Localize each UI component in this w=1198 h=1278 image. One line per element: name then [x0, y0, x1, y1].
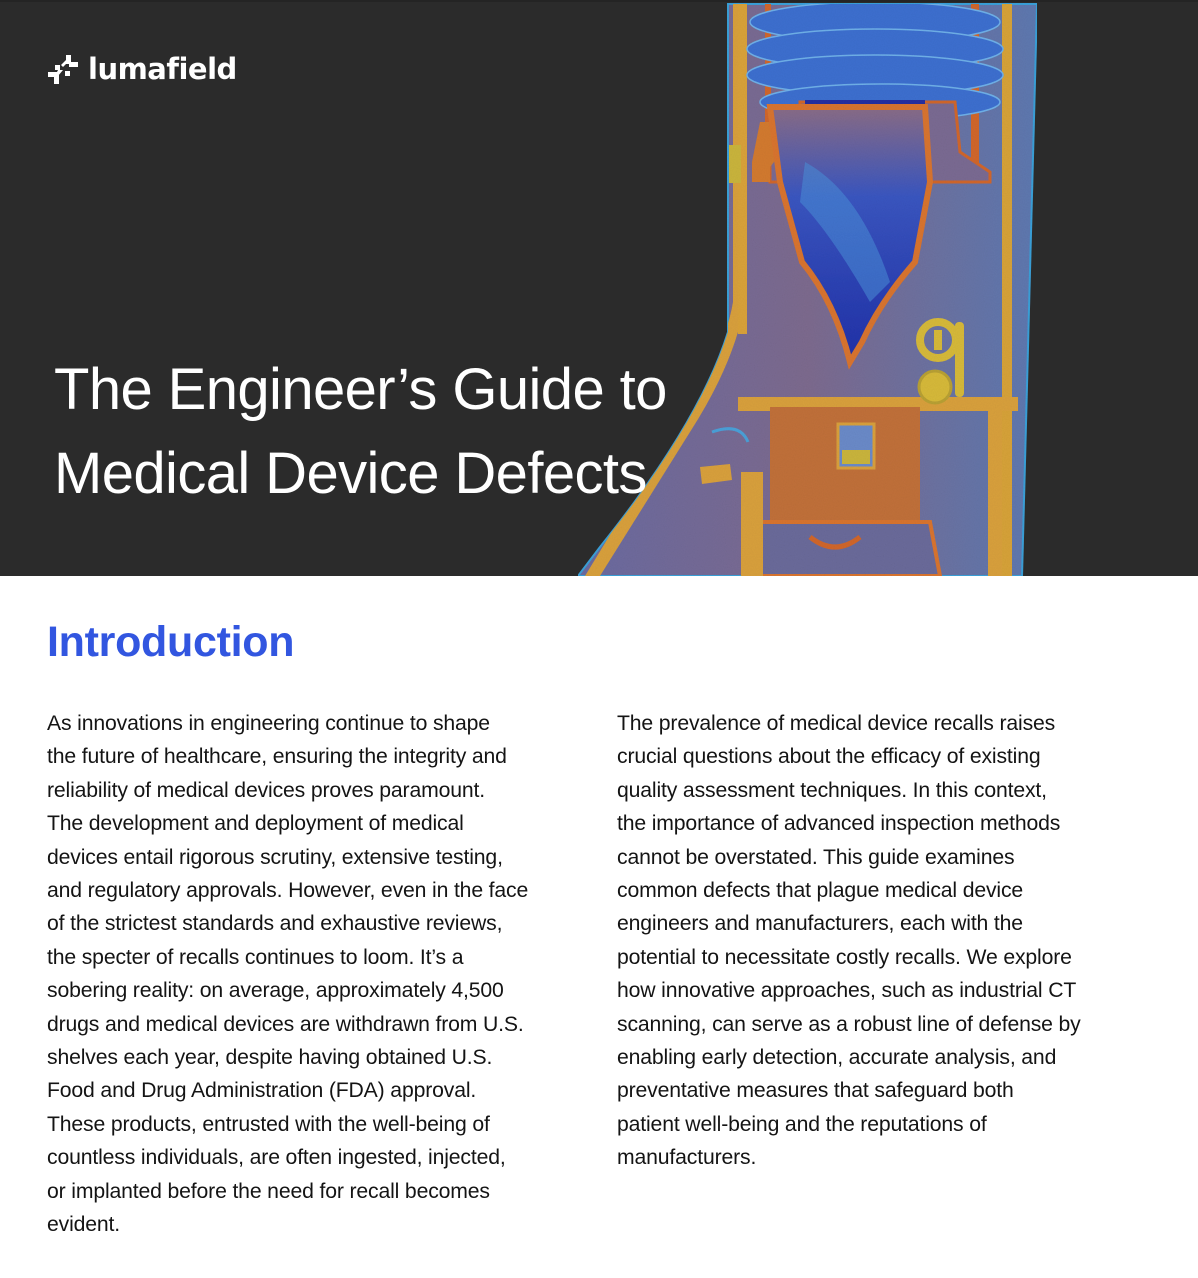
paragraph-line: The prevalence of medical device recalls… [617, 712, 1056, 735]
paragraph-line: devices entail rigorous scrutiny, extens… [47, 845, 503, 869]
paragraph-line: Food and Drug Administration (FDA) appro… [47, 1079, 477, 1103]
paragraph-line: engineers and manufacturers, each with t… [617, 912, 1023, 936]
paragraph-line: how innovative approaches, such as indus… [617, 979, 1077, 1003]
lumafield-logo-icon [48, 54, 78, 84]
paragraph-line: of the strictest standards and exhaustiv… [47, 912, 503, 936]
hero-banner: lumafield The Engineer’s Guide to Medica… [0, 0, 1198, 576]
paragraph-line: evident. [47, 1213, 121, 1237]
paragraph-line: scanning, can serve as a robust line of … [617, 1012, 1081, 1036]
paragraph-line: The development and deployment of medica… [47, 812, 464, 836]
paragraph-line: potential to necessitate costly recalls.… [617, 945, 1072, 969]
intro-right-column: The prevalence of medical device recalls… [617, 707, 1157, 1175]
paragraph-line: These products, entrusted with the well-… [47, 1112, 490, 1136]
paragraph-line: patient well-being and the reputations o… [617, 1112, 987, 1136]
paragraph-line: the specter of recalls continues to loom… [47, 945, 464, 969]
brand-name: lumafield [88, 52, 237, 86]
page-title: The Engineer’s Guide to Medical Device D… [54, 348, 667, 516]
paragraph-line: drugs and medical devices are withdrawn … [47, 1012, 524, 1036]
intro-left-column: As innovations in engineering continue t… [47, 707, 592, 1242]
paragraph-line: enabling early detection, accurate analy… [617, 1046, 1057, 1070]
paragraph-line: cannot be overstated. This guide examine… [617, 845, 1015, 869]
paragraph-line: crucial questions about the efficacy of … [617, 745, 1041, 769]
title-line-1: The Engineer’s Guide to [54, 357, 667, 422]
paragraph-line: sobering reality: on average, approximat… [47, 979, 504, 1003]
paragraph-line: countless individuals, are often ingeste… [47, 1146, 506, 1170]
ct-scan-image [576, 3, 1039, 576]
paragraph-line: quality assessment techniques. In this c… [617, 778, 1047, 802]
section-heading-introduction: Introduction [47, 618, 295, 666]
brand-logo[interactable]: lumafield [47, 54, 237, 84]
paragraph-line: manufacturers. [617, 1146, 757, 1170]
paragraph-line: preventative measures that safeguard bot… [617, 1079, 1014, 1103]
paragraph-line: and regulatory approvals. However, even … [47, 879, 529, 903]
paragraph-line: common defects that plague medical devic… [617, 879, 1024, 903]
paragraph-line: shelves each year, despite having obtain… [47, 1046, 493, 1070]
paragraph-line: reliability of medical devices proves pa… [47, 778, 485, 802]
paragraph-line: As innovations in engineering continue t… [47, 712, 490, 735]
paragraph-line: the future of healthcare, ensuring the i… [47, 745, 507, 769]
paragraph-line: or implanted before the need for recall … [47, 1179, 490, 1203]
title-line-2: Medical Device Defects [54, 441, 647, 506]
paragraph-line: the importance of advanced inspection me… [617, 812, 1061, 836]
